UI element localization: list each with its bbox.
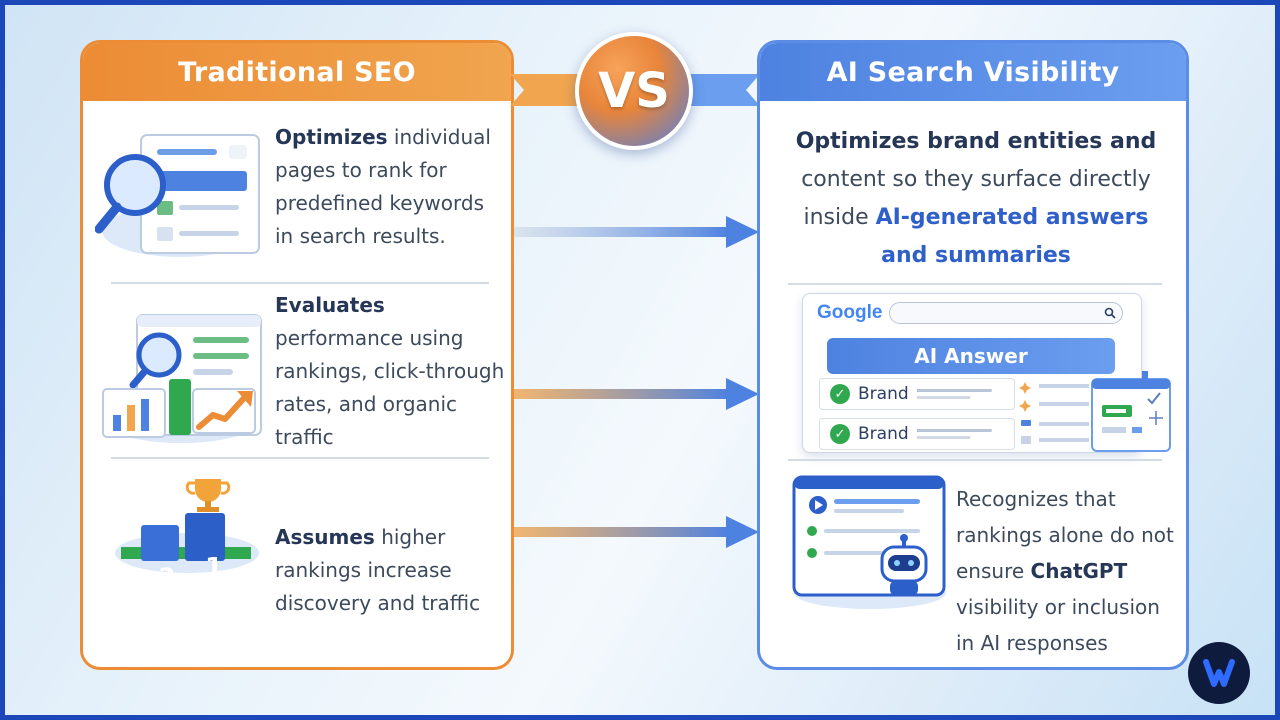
podium-first-label: 1 [204, 553, 224, 583]
traditional-seo-panel: Traditional SEO Optimizes individual pag… [80, 40, 514, 670]
brand-row: ✓ Brand [819, 418, 1015, 450]
connector-arrow [514, 378, 759, 410]
divider [111, 282, 489, 284]
search-icon [1104, 307, 1116, 319]
result-list-icon [1019, 382, 1089, 444]
ai-search-visibility-panel: AI Search Visibility Optimizes brand ent… [757, 40, 1189, 670]
text-lines [916, 389, 992, 399]
seo-item-evaluates: Evaluates performance using rankings, cl… [83, 293, 511, 463]
traditional-seo-title: Traditional SEO [83, 43, 511, 101]
ai-answer-banner: AI Answer [827, 338, 1115, 374]
google-ai-answer-mockup: Google AI Answer ✓ Brand ✓ Brand [802, 293, 1142, 453]
connector-arrow [514, 516, 759, 548]
divider [788, 283, 1162, 285]
seo-item-2-bold: Evaluates [275, 293, 385, 317]
check-icon: ✓ [830, 424, 850, 444]
vs-ribbon-left [510, 74, 582, 106]
magnifier-page-icon [95, 134, 260, 257]
search-bar [889, 302, 1123, 324]
text-lines [916, 429, 992, 439]
brand-logo [1188, 642, 1250, 704]
analytics-chart-icon [102, 314, 262, 443]
divider [788, 459, 1162, 461]
seo-item-assumes: 2 1 Assumes higher rankings increase dis… [83, 475, 511, 635]
brand-row: ✓ Brand [819, 378, 1015, 410]
seo-item-3-text: higher rankings increase discovery and t… [275, 525, 481, 615]
ai-search-visibility-title: AI Search Visibility [760, 43, 1186, 101]
seo-item-3-bold: Assumes [275, 525, 375, 549]
ai-top-description: Optimizes brand entities and content so … [795, 129, 1157, 268]
dashboard-card-icon [1091, 371, 1171, 452]
podium-second-label: 2 [158, 563, 176, 591]
connector-arrow [514, 216, 759, 248]
seo-item-1-text: individual pages to rank for predefined … [275, 125, 491, 248]
logo-mark-icon [1203, 659, 1235, 687]
seo-item-1-bold: Optimizes [275, 125, 388, 149]
vs-ribbon-right [688, 74, 760, 106]
divider [111, 457, 489, 459]
trophy-podium-icon [115, 479, 259, 573]
vs-badge: VS [575, 32, 693, 150]
ai-robot-video-icon [792, 475, 946, 609]
check-icon: ✓ [830, 384, 850, 404]
seo-item-optimizes: Optimizes individual pages to rank for p… [83, 105, 511, 265]
ai-bottom-description: Recognizes that rankings alone do not en… [956, 487, 1174, 655]
google-logo: Google [817, 302, 883, 323]
seo-item-2-text: performance using rankings, click-throug… [275, 326, 505, 449]
